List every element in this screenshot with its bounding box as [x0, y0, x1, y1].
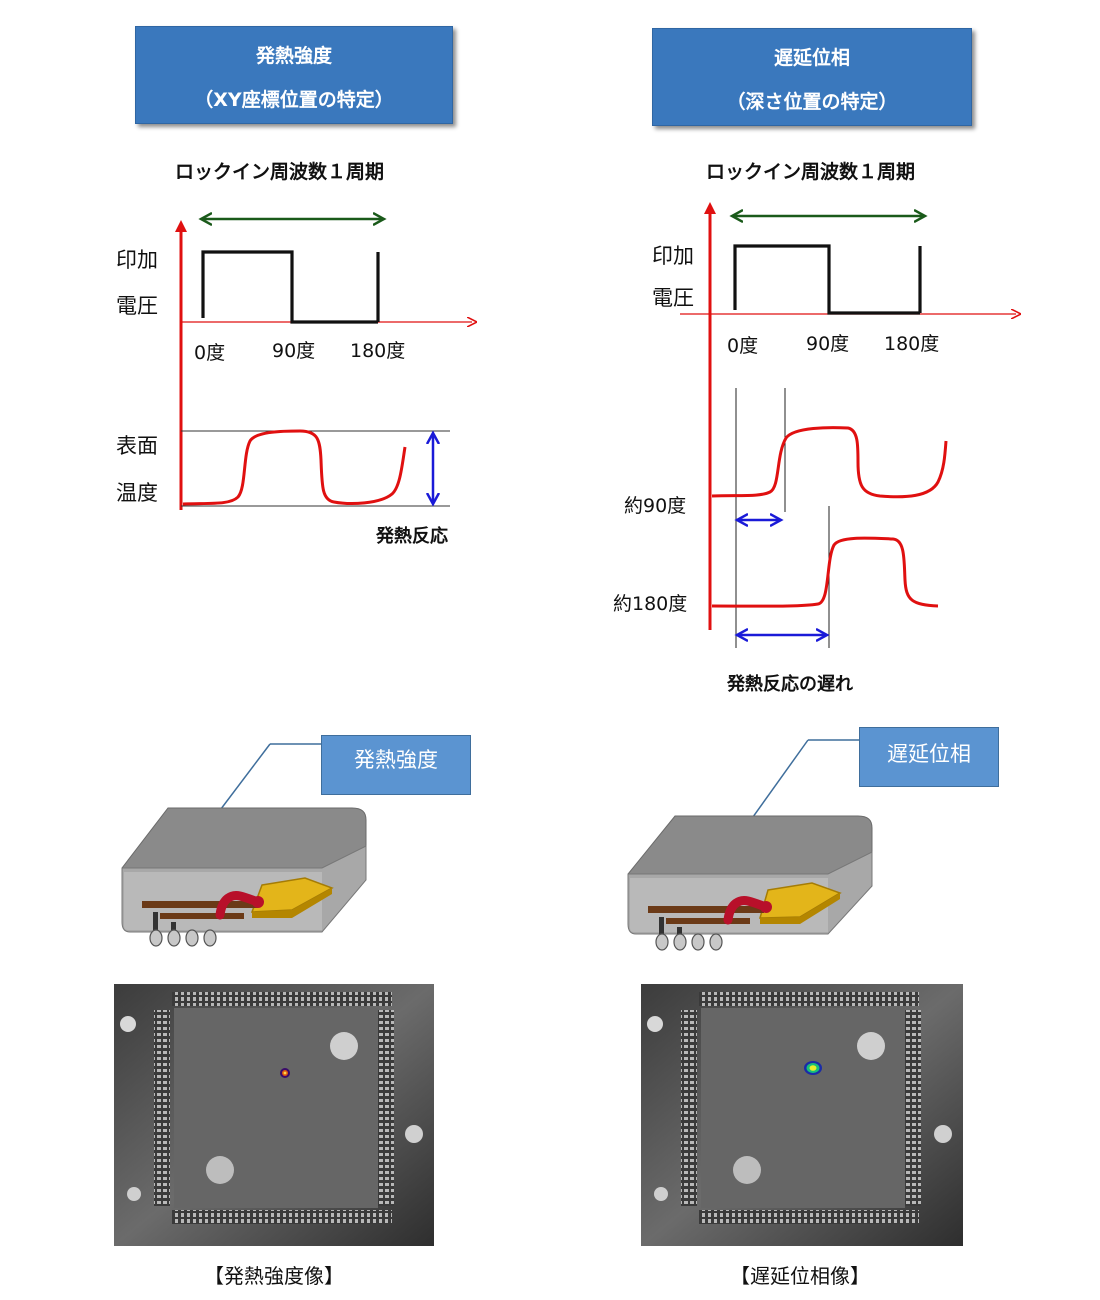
right-voltage-label-1: 印加	[652, 244, 694, 268]
left-voltage-label-2: 電圧	[116, 294, 158, 318]
left-callout-label: 発熱強度	[354, 748, 438, 772]
right-response-label: 発熱反応の遅れ	[727, 674, 853, 695]
right-delay-label-180: 約180度	[613, 593, 688, 615]
left-voltage-label-1: 印加	[116, 248, 158, 272]
left-callout: 発熱強度	[321, 735, 471, 795]
left-thermal-image-art	[114, 984, 434, 1246]
left-header-box: 発熱強度 （XY座標位置の特定）	[135, 26, 453, 124]
left-tick-90: 90度	[272, 340, 316, 362]
right-callout: 遅延位相	[859, 727, 999, 787]
right-curve-180deg	[711, 536, 939, 608]
left-header-subtitle: （XY座標位置の特定）	[194, 89, 394, 111]
right-delay-label-90: 約90度	[624, 495, 687, 517]
left-response-label: 発熱反応	[376, 526, 448, 547]
right-tick-0: 0度	[727, 335, 759, 357]
right-square-wave	[733, 244, 922, 315]
left-header-title: 発熱強度	[255, 45, 332, 67]
left-chip-illustration	[121, 743, 367, 947]
left-temp-label-2: 温度	[116, 481, 158, 505]
left-tick-0: 0度	[194, 342, 226, 364]
right-thermal-image	[641, 984, 963, 1246]
left-temp-label-1: 表面	[116, 434, 158, 458]
right-thermal-image-art	[641, 984, 963, 1246]
left-cycle-label: ロックイン周波数１周期	[175, 161, 385, 183]
right-voltage-label-2: 電圧	[652, 286, 694, 310]
right-callout-label: 遅延位相	[887, 742, 971, 766]
right-tick-90: 90度	[806, 333, 850, 355]
right-cycle-label: ロックイン周波数１周期	[706, 161, 916, 183]
right-header-title: 遅延位相	[773, 47, 850, 69]
left-temperature-curve	[182, 429, 407, 506]
right-chip-illustration	[627, 739, 873, 951]
right-tick-180: 180度	[884, 333, 940, 355]
right-header-subtitle: （深さ位置の特定）	[726, 91, 898, 113]
right-curve-90deg	[711, 426, 948, 499]
left-thermal-image	[114, 984, 434, 1246]
left-image-caption: 【発熱強度像】	[204, 1264, 344, 1288]
left-square-wave	[201, 250, 380, 324]
right-header-box: 遅延位相 （深さ位置の特定）	[652, 28, 972, 126]
right-image-caption: 【遅延位相像】	[730, 1264, 870, 1288]
left-tick-180: 180度	[350, 340, 406, 362]
